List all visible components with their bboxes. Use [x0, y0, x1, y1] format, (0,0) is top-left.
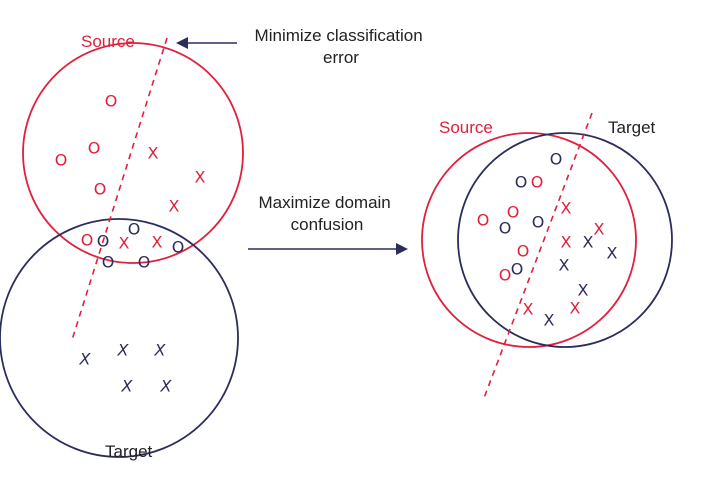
- minimize-annotation: Minimize classification error: [176, 26, 428, 67]
- minimize-text: Minimize classification error: [255, 26, 428, 67]
- right-target-x-marker: X: [607, 244, 618, 263]
- left-source-o-marker: O: [55, 151, 68, 170]
- source-domain-circle: [22, 42, 244, 264]
- right-source-o-marker: O: [499, 266, 512, 285]
- arrow-right-head: [396, 243, 408, 255]
- target-domain-circle: [0, 218, 239, 458]
- right-target-x-marker: X: [544, 311, 555, 330]
- minimize-text-line-2: error: [323, 48, 359, 67]
- source-label-right: Source: [439, 118, 493, 137]
- left-target-o-marker: O: [128, 220, 141, 239]
- left-target-o-marker: O: [102, 253, 115, 272]
- right-source-x-marker: X: [594, 220, 605, 239]
- left-target-x-marker: X: [121, 377, 134, 396]
- right-source-x-marker: X: [570, 299, 581, 318]
- target-domain-circle-right: [457, 132, 673, 348]
- left-target-o-marker: O: [97, 232, 110, 251]
- source-label-left: Source: [81, 32, 135, 51]
- left-target-o-marker: O: [138, 253, 151, 272]
- left-target-x-marker: X: [154, 341, 167, 360]
- right-source-o-marker: O: [531, 173, 544, 192]
- right-target-o-marker: O: [511, 260, 524, 279]
- right-target-x-marker: X: [583, 233, 594, 252]
- decision-boundary-line-right: [483, 112, 593, 399]
- right-target-o-marker: O: [532, 213, 545, 232]
- right-target-x-marker: X: [578, 281, 589, 300]
- right-source-o-marker: O: [507, 203, 520, 222]
- right-target-x-marker: X: [559, 256, 570, 275]
- left-source-o-marker: O: [88, 139, 101, 158]
- right-source-o-marker: O: [517, 242, 530, 261]
- left-target-x-marker: X: [79, 350, 92, 369]
- right-source-x-marker: X: [561, 233, 572, 252]
- left-target-x-marker: X: [160, 377, 173, 396]
- left-target-x-marker: X: [117, 341, 130, 360]
- right-target-o-marker: O: [550, 150, 563, 169]
- target-label-right: Target: [608, 118, 656, 137]
- left-source-x-marker: X: [148, 144, 159, 163]
- maximize-text: Maximize domain confusion: [259, 193, 396, 234]
- arrow-left-head: [176, 37, 188, 49]
- maximize-text-line-2: confusion: [291, 215, 364, 234]
- right-source-o-marker: O: [477, 211, 490, 230]
- right-source-x-marker: X: [523, 300, 534, 319]
- maximize-text-line-1: Maximize domain: [259, 193, 391, 212]
- left-source-o-marker: O: [94, 180, 107, 199]
- right-target-o-marker: O: [515, 173, 528, 192]
- maximize-annotation: Maximize domain confusion: [248, 193, 408, 255]
- target-label-left: Target: [105, 442, 153, 461]
- right-target-o-marker: O: [499, 219, 512, 238]
- left-source-x-marker: X: [169, 197, 180, 216]
- decision-boundary-line: [71, 37, 168, 341]
- source-domain-circle-right: [421, 132, 637, 348]
- left-source-x-marker: X: [119, 234, 130, 253]
- right-source-x-marker: X: [561, 199, 572, 218]
- left-target-o-marker: O: [172, 238, 185, 257]
- left-source-o-marker: O: [81, 231, 94, 250]
- left-source-o-marker: O: [105, 92, 118, 111]
- left-source-x-marker: X: [195, 168, 206, 187]
- minimize-text-line-1: Minimize classification: [255, 26, 423, 45]
- left-source-x-marker: X: [152, 233, 163, 252]
